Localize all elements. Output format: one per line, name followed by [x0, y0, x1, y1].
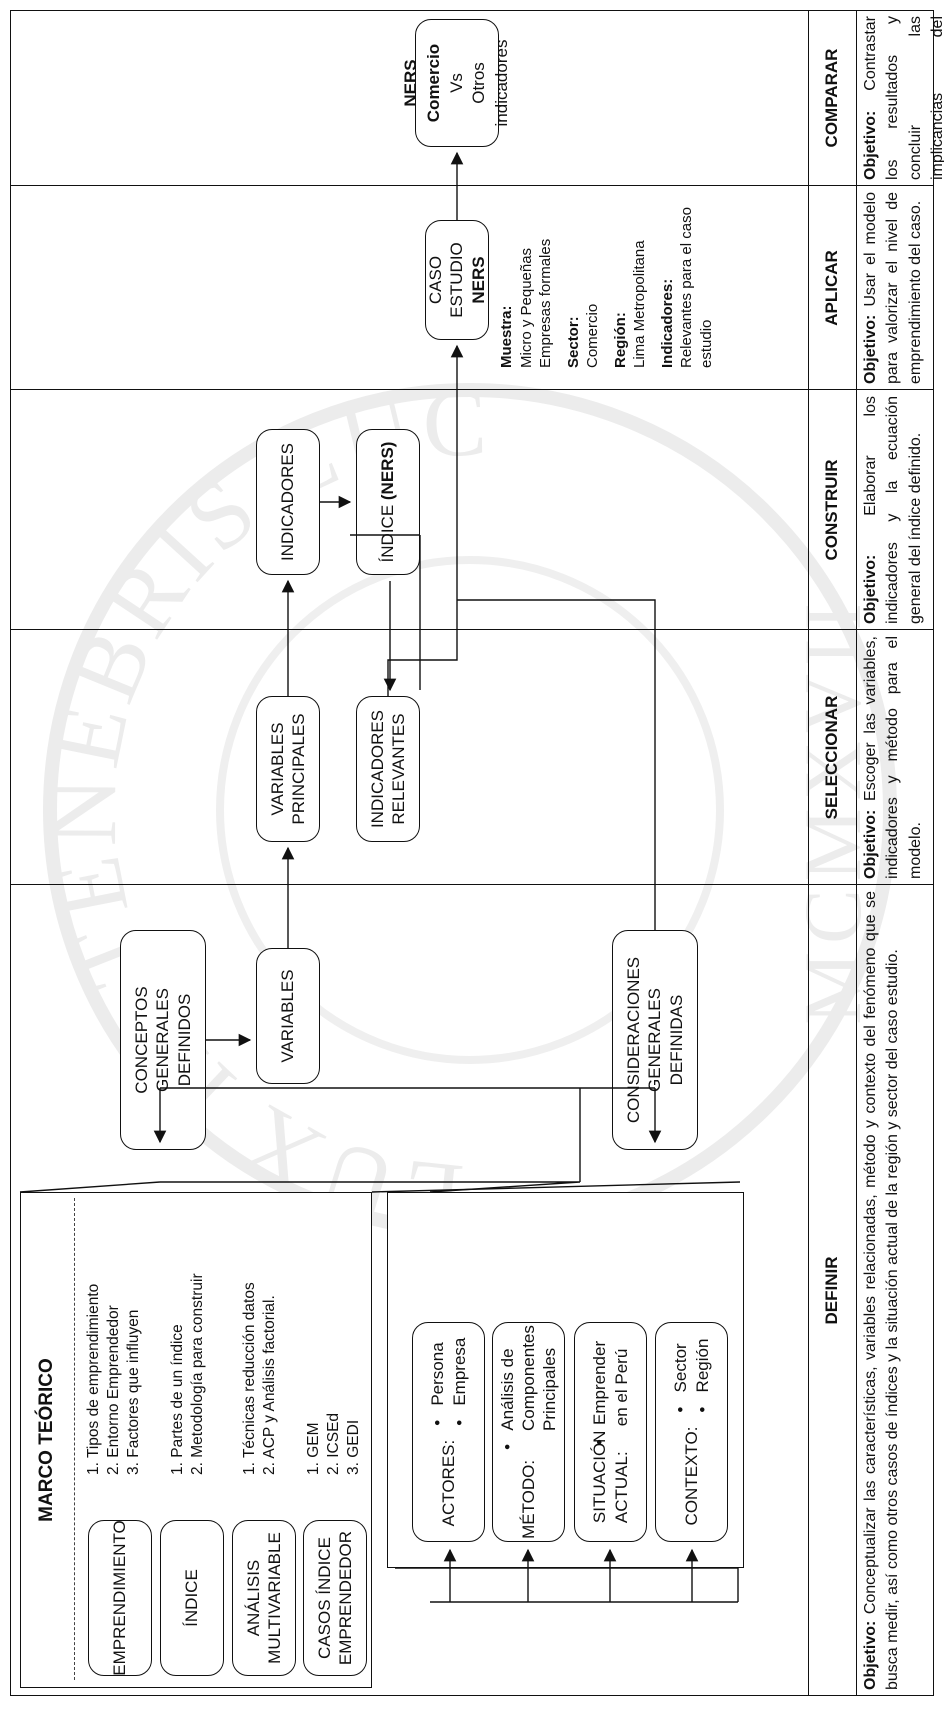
marco-to-consideraciones-line: [371, 1181, 741, 1193]
fan-line-1: [19, 1181, 161, 1193]
indice-to-relevantes-line: [350, 534, 421, 690]
arrow-relevantes-to-caso: [387, 344, 464, 696]
fan-line-2: [160, 1181, 581, 1193]
bracket-left: [395, 1567, 739, 1602]
consideraciones-to-caso-line: [457, 599, 656, 930]
